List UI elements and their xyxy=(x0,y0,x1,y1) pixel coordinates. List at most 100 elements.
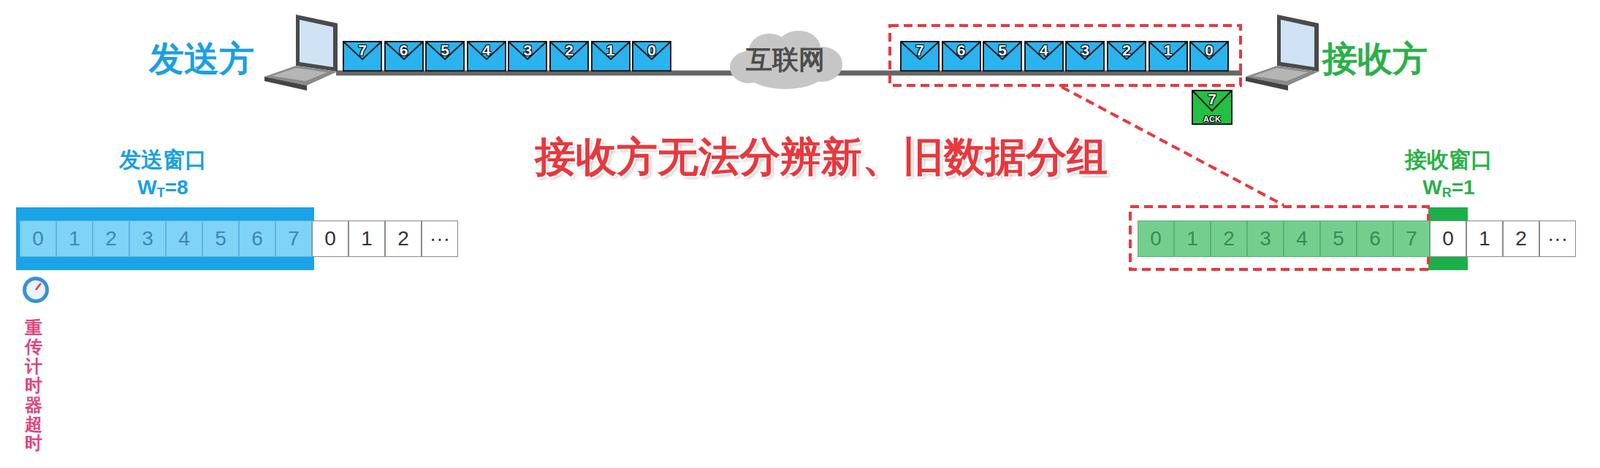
sequence-cell: 4 xyxy=(1283,220,1321,258)
laptop-display xyxy=(1280,19,1315,68)
sequence-cell: 2 xyxy=(385,220,422,258)
cell-number: 5 xyxy=(1332,227,1345,251)
cell-number: 1 xyxy=(1478,227,1491,251)
dashed-box xyxy=(1130,206,1429,270)
envelope-body xyxy=(942,41,981,71)
envelope-flap xyxy=(942,41,981,60)
cell-number: 3 xyxy=(1259,227,1272,251)
laptop-display xyxy=(299,19,334,68)
packet-envelope: 4 xyxy=(466,40,507,72)
packet-envelope: 0 xyxy=(631,40,672,72)
envelope-flap xyxy=(385,41,424,60)
sequence-number: 7 xyxy=(357,42,367,59)
sequence-cell: 6 xyxy=(238,220,276,258)
timer-hand xyxy=(35,283,41,291)
window-title: 接收窗口 xyxy=(1404,145,1493,176)
sequence-number: 7 xyxy=(1207,91,1217,108)
envelope-body xyxy=(1065,41,1104,71)
internet-cloud: 互联网 xyxy=(726,29,844,91)
sequence-number: 2 xyxy=(1122,42,1131,59)
sequence-number: 0 xyxy=(1204,42,1214,59)
envelope-flap xyxy=(1107,41,1146,60)
sequence-cell: 1 xyxy=(1466,220,1503,258)
cell-number: 5 xyxy=(214,227,227,251)
cell-number: ··· xyxy=(1547,227,1568,251)
packet-envelope: 5 xyxy=(425,40,465,72)
window-size-subscript: T xyxy=(157,185,166,201)
sequence-cell: 2 xyxy=(92,220,130,258)
packet-envelope: 7 xyxy=(900,40,940,72)
sequence-number: 6 xyxy=(957,42,966,59)
receive-window-band xyxy=(1428,207,1468,271)
window-size-group: WT=8 xyxy=(137,176,188,201)
envelope-flap xyxy=(1149,41,1188,60)
sequence-cell: 1 xyxy=(1174,220,1211,258)
cell-number: 0 xyxy=(1442,227,1454,251)
packet-envelope: 5 xyxy=(982,40,1023,72)
sequence-cell: 4 xyxy=(165,220,203,258)
cell-number: 4 xyxy=(178,227,190,251)
sequence-cell: 7 xyxy=(1393,220,1430,258)
sequence-cell: 0 xyxy=(311,220,349,258)
envelope-body xyxy=(900,41,939,71)
envelope-flap xyxy=(550,41,589,60)
laptop-icon xyxy=(1245,14,1319,91)
cell-number: 4 xyxy=(1296,227,1308,251)
envelope-body xyxy=(983,41,1022,71)
envelope-body xyxy=(467,41,506,71)
party-name: 发送方 xyxy=(149,35,255,83)
sequence-number: 5 xyxy=(997,42,1007,59)
cell-number: 0 xyxy=(1149,227,1162,251)
envelope-body xyxy=(1190,41,1229,71)
envelope-flap xyxy=(1192,90,1232,112)
cell-number: 7 xyxy=(1405,227,1418,251)
packet-envelope: 3 xyxy=(507,40,548,72)
sequence-number: 7 xyxy=(915,42,925,59)
timer-body xyxy=(22,276,49,304)
envelope-body xyxy=(1149,41,1188,71)
sequence-cell: 6 xyxy=(1356,220,1394,258)
sequence-cell: 7 xyxy=(275,220,312,258)
packet-envelope: 7 xyxy=(342,40,383,72)
cell-number: 6 xyxy=(1369,227,1381,251)
cell-number: 2 xyxy=(397,227,410,251)
sequence-cell: 5 xyxy=(1320,220,1357,258)
envelope-flap xyxy=(1190,41,1229,60)
sequence-cell: 0 xyxy=(19,220,57,258)
sequence-cell: 3 xyxy=(1247,220,1284,258)
envelope-body xyxy=(1107,41,1146,71)
cloud-label: 互联网 xyxy=(745,42,825,79)
send-window-band xyxy=(16,207,315,271)
timer-face xyxy=(26,280,46,300)
vertical-note: 重传计时器超时 xyxy=(24,318,43,454)
cell-number: 6 xyxy=(251,227,264,251)
packet-envelope: 6 xyxy=(941,40,982,72)
ack-label: ACK xyxy=(1203,114,1221,124)
sequence-cell: ··· xyxy=(1539,220,1576,258)
envelope-flap xyxy=(591,41,630,60)
sequence-number: 6 xyxy=(399,42,409,59)
window-size: =1 xyxy=(1451,176,1476,199)
window-size-subscript: R xyxy=(1442,185,1452,201)
envelope-body xyxy=(1025,41,1064,71)
sequence-number: 2 xyxy=(564,42,574,59)
sequence-number: 4 xyxy=(482,42,491,59)
sequence-number: 3 xyxy=(523,42,533,59)
sequence-number: 4 xyxy=(1039,42,1049,59)
window-size: W xyxy=(1422,176,1442,199)
sequence-cell: 2 xyxy=(1502,220,1540,258)
envelope-flap xyxy=(1065,41,1104,60)
laptop-edge xyxy=(1245,76,1289,91)
sequence-cell: 0 xyxy=(1137,220,1175,258)
envelope-flap xyxy=(1025,41,1064,60)
packet-envelope: 4 xyxy=(1024,40,1064,72)
sequence-cell: 1 xyxy=(56,220,93,258)
laptop-keyboard xyxy=(271,67,328,82)
envelope-body xyxy=(591,41,630,71)
packet-envelope: 7ACK xyxy=(1191,89,1233,125)
sequence-number: 1 xyxy=(1163,42,1173,59)
party-name: 接收方 xyxy=(1322,35,1428,83)
sequence-cell: 2 xyxy=(1210,220,1248,258)
cell-number: 1 xyxy=(360,227,373,251)
